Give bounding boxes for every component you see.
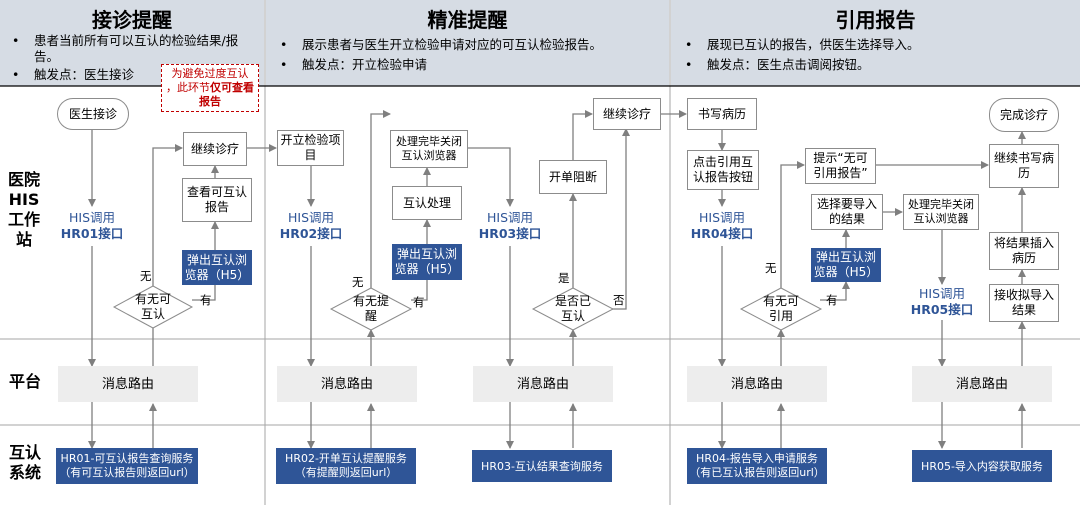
node-close-browser: 处理完毕关闭 互认浏览器 [390,130,468,168]
header-title: 精准提醒 [427,8,508,32]
service-hr01: HR01-可互认报告查询服务 （有可互认报告则返回url） [56,448,198,484]
node-mutual-process: 互认处理 [392,186,462,220]
warning-note: 为避免过度互认 ，此环节仅可查看报告 [161,64,259,112]
node-order-block: 开单阻断 [539,160,607,194]
decision-3 [531,287,615,331]
service-hr02: HR02-开单互认提醒服务 （有提醒则返回url） [276,448,416,484]
service-hr05: HR05-导入内容获取服务 [912,450,1052,482]
header-bullet: •患者当前所有可以互认的检验结果/报告。 [12,33,239,64]
branch-label-yes-2: 有 [413,295,425,309]
decision-2 [329,287,413,331]
node-no-report-tip: 提示“无可 引用报告” [805,148,876,184]
decision-label-4: 有无可 引用 [762,294,799,323]
header-bullet: •触发点：医生接诊 [12,67,135,82]
platform-message-route-5: 消息路由 [912,366,1052,402]
branch-label-yes-1: 有 [200,293,212,307]
branch-label-yes-4: 有 [826,293,838,307]
header-reception: 接诊提醒 •患者当前所有可以互认的检验结果/报告。 •触发点：医生接诊 [0,0,264,86]
branch-label-no-4: 无 [765,261,777,275]
branch-label-no-1: 无 [140,269,152,283]
decision-label-3: 是否已 互认 [554,294,591,323]
node-popup-browser: 弹出互认浏 览器（H5） [182,250,252,285]
service-hr03: HR03-互认结果查询服务 [472,450,612,482]
header-cite: 引用报告 •展现已互认的报告，供医生选择导入。 •触发点：医生点击调阅按钮。 [671,0,1080,86]
node-insert-record: 将结果插入 病历 [989,232,1059,270]
node-continue-writing: 继续书写病 历 [989,144,1059,188]
node-popup-browser-2: 弹出互认浏 览器（H5） [392,244,462,280]
service-hr04: HR04-报告导入申请服务 （有已互认报告则返回url） [687,448,827,484]
node-write-record: 书写病历 [687,98,757,130]
platform-message-route-4: 消息路由 [687,366,827,402]
decision-1 [112,285,194,329]
decision-label-2: 有无提 醒 [352,294,389,323]
node-view-reports: 查看可互认 报告 [182,178,252,222]
decision-4 [739,287,823,331]
node-select-results: 选择要导入 的结果 [811,194,883,230]
header-title: 引用报告 [835,8,916,32]
branch-label-no-3: 否 [613,293,625,307]
row-label-mutual: 互认 系统 [8,443,41,482]
header-bullet: •触发点：医生点击调阅按钮。 [685,57,870,72]
header-bullet: •展现已互认的报告，供医生选择导入。 [685,37,920,52]
header-bullet: •展示患者与医生开立检验申请对应的可互认检验报告。 [280,37,603,52]
node-popup-browser-3: 弹出互认浏 览器（H5） [811,248,881,282]
platform-message-route-3: 消息路由 [473,366,613,402]
branch-label-yes-3: 是 [558,271,570,285]
row-label-his: 医院 HIS 工作 站 [7,170,40,249]
header-bullet: •触发点：开立检验申请 [280,57,428,72]
node-order-test: 开立检验项 目 [277,130,344,166]
node-continue-treatment: 继续诊疗 [183,132,247,166]
decision-label-1: 有无可 互认 [134,292,171,321]
node-receive-import: 接收拟导入 结果 [989,284,1059,322]
node-close-browser-2: 处理完毕关闭 互认浏览器 [903,194,979,230]
platform-message-route-1: 消息路由 [58,366,198,402]
header-title: 接诊提醒 [92,8,172,32]
platform-message-route-2: 消息路由 [277,366,417,402]
node-finish-treatment: 完成诊疗 [989,98,1059,132]
node-continue-treatment-2: 继续诊疗 [593,98,661,130]
header-precise: 精准提醒 •展示患者与医生开立检验申请对应的可互认检验报告。 •触发点：开立检验… [266,0,669,86]
node-click-cite-button: 点击引用互 认报告按钮 [687,150,759,190]
branch-label-no-2: 无 [352,275,364,289]
row-label-platform: 平台 [8,372,41,391]
node-doctor-reception: 医生接诊 [57,98,129,130]
